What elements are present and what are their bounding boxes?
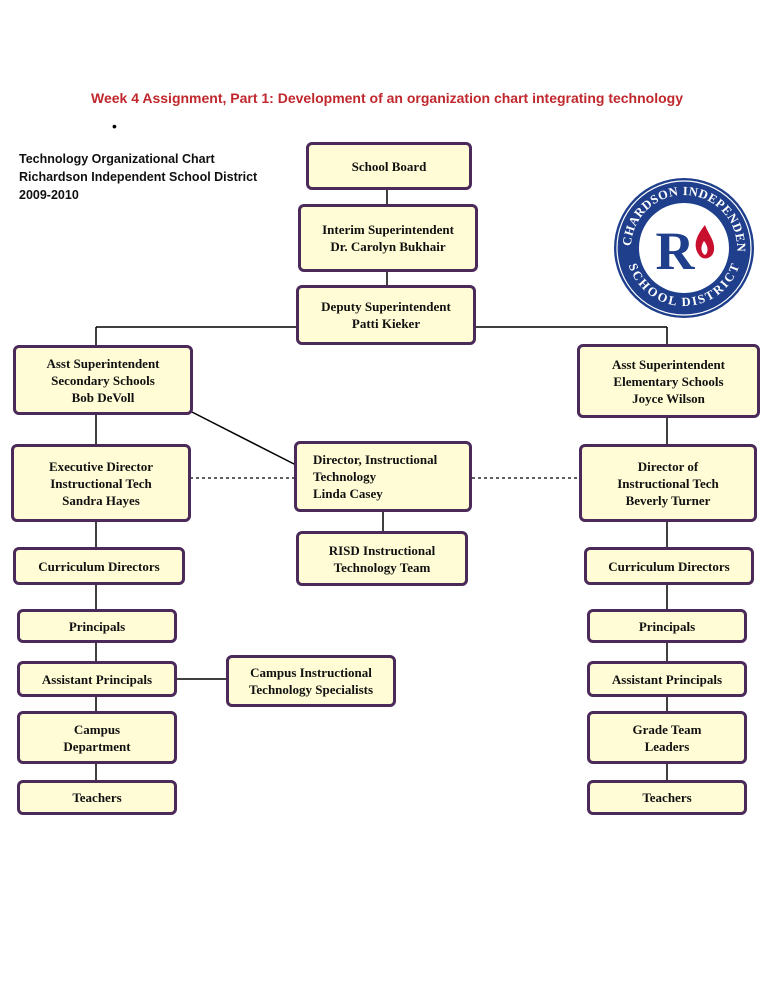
node-asst-supt-elementary: Asst Superintendent Elementary Schools J…: [577, 344, 760, 418]
node-executive-director: Executive Director Instructional Tech Sa…: [11, 444, 191, 522]
caption-line-district: Richardson Independent School District: [19, 170, 258, 184]
node-school-board: School Board: [306, 142, 472, 190]
caption-line-title: Technology Organizational Chart: [19, 152, 215, 166]
node-left-assistant-principals: Assistant Principals: [17, 661, 177, 697]
assignment-heading: Week 4 Assignment, Part 1: Development o…: [91, 90, 683, 106]
node-director-of-instructional-tech: Director of Instructional Tech Beverly T…: [579, 444, 757, 522]
node-deputy-superintendent: Deputy Superintendent Patti Kieker: [296, 285, 476, 345]
bullet-point: •: [112, 118, 117, 134]
chart-caption: Technology Organizational Chart Richards…: [19, 150, 257, 204]
node-risd-instructional-team: RISD Instructional Technology Team: [296, 531, 468, 586]
node-director-instructional-technology: Director, Instructional Technology Linda…: [294, 441, 472, 512]
node-right-curriculum-directors: Curriculum Directors: [584, 547, 754, 585]
node-left-curriculum-directors: Curriculum Directors: [13, 547, 185, 585]
node-left-teachers: Teachers: [17, 780, 177, 815]
node-left-principals: Principals: [17, 609, 177, 643]
flame-icon: [695, 225, 715, 259]
connector-bob-linda: [187, 409, 297, 466]
node-interim-superintendent: Interim Superintendent Dr. Carolyn Bukha…: [298, 204, 478, 272]
node-asst-supt-secondary: Asst Superintendent Secondary Schools Bo…: [13, 345, 193, 415]
caption-line-year: 2009-2010: [19, 188, 79, 202]
node-right-principals: Principals: [587, 609, 747, 643]
district-logo: RICHARDSON INDEPENDENT SCHOOL DISTRICT R: [613, 177, 754, 318]
node-right-assistant-principals: Assistant Principals: [587, 661, 747, 697]
node-right-teachers: Teachers: [587, 780, 747, 815]
node-campus-department: Campus Department: [17, 711, 177, 764]
seal-inner-circle: [639, 203, 729, 293]
node-grade-team-leaders: Grade Team Leaders: [587, 711, 747, 764]
seal-letter-r: R: [656, 221, 696, 281]
node-campus-tech-specialists: Campus Instructional Technology Speciali…: [226, 655, 396, 707]
